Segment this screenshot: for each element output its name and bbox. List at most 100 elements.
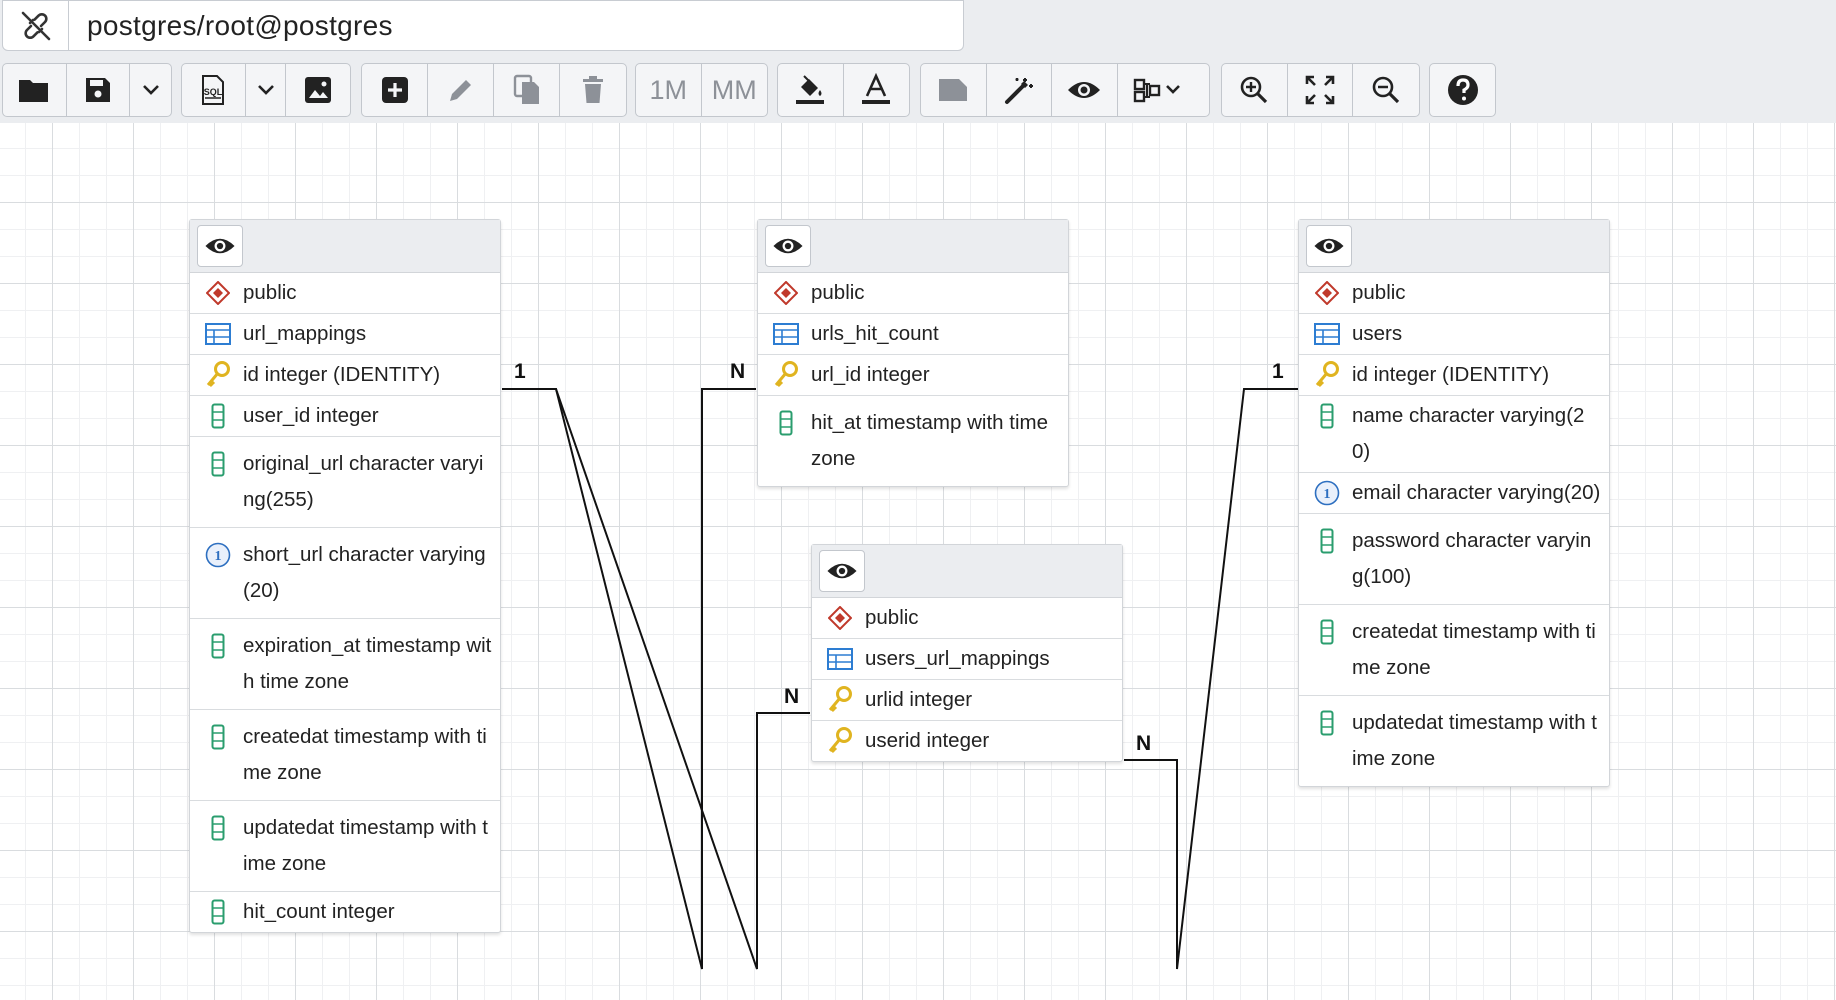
disconnect-icon[interactable] [3,1,69,50]
schema-row: public [812,598,1122,639]
primary-key-icon [826,682,854,718]
unique-constraint-icon: 1 [1313,475,1341,511]
details-dropdown-button[interactable] [1118,64,1209,116]
sql-icon: SQL [202,75,225,105]
table-header [758,220,1068,273]
eye-icon [1314,238,1344,254]
text-color-button[interactable] [844,64,910,116]
table-icon [204,316,232,352]
column-row: hit_at timestamp with time zone [758,396,1068,486]
column-row: 1 short_url character varying (20) [190,528,500,619]
link-url-mappings-to-urls-hit-count [502,388,756,970]
primary-key-icon [204,357,232,393]
column-row: password character varying(100) [1299,514,1609,605]
table-icon [826,641,854,677]
column-row: updatedat timestamp with time zone [1299,696,1609,786]
svg-text:1: 1 [215,549,222,564]
sql-dropdown-button[interactable] [246,64,287,116]
delete-table-button[interactable] [560,64,626,116]
column-row: updatedat timestamp with time zone [190,801,500,892]
cardinality-label: 1 [1272,360,1284,383]
table-header [1299,220,1609,273]
toggle-details-button[interactable] [197,225,243,267]
table-name-row: users_url_mappings [812,639,1122,680]
zoom-fit-icon [1305,75,1335,105]
fill-color-button[interactable] [778,64,844,116]
column-row: id integer (IDENTITY) [1299,355,1609,396]
add-table-button[interactable] [362,64,428,116]
er-table-urls-hit-count[interactable]: public urls_hit_count url_id integer hit… [757,219,1069,487]
edit-icon [449,80,471,101]
table-name-row: urls_hit_count [758,314,1068,355]
cardinality-label: N [784,685,800,708]
schema-row: public [190,273,500,314]
column-row: userid integer [812,721,1122,761]
column-icon [204,398,232,434]
toggle-details-button[interactable] [765,225,811,267]
toolbar-misc-group [920,63,1210,117]
column-row: 1 email character varying(20) [1299,473,1609,514]
many-to-many-button[interactable]: MM [711,74,757,105]
toolbar-help-group [1429,63,1496,117]
delete-icon [583,76,603,103]
column-icon [204,810,232,846]
column-row: id integer (IDENTITY) [190,355,500,396]
toolbar-zoom-group [1221,63,1420,117]
eye-icon [205,238,235,254]
toolbar-relation-group: 1M MM [635,63,768,117]
zoom-fit-button[interactable] [1288,64,1354,116]
column-row: createdat timestamp with time zone [190,710,500,801]
zoom-in-button[interactable] [1222,64,1288,116]
download-image-button[interactable] [286,64,350,116]
image-icon [305,77,332,103]
add-note-button[interactable] [921,64,987,116]
connection-label: postgres/root@postgres [87,9,393,41]
primary-key-icon [826,723,854,759]
column-icon [204,894,232,930]
show-details-button[interactable] [1052,64,1118,116]
svg-text:SQL: SQL [204,87,223,97]
edit-table-button[interactable] [428,64,494,116]
schema-icon [204,275,232,311]
auto-align-button[interactable] [987,64,1053,116]
unique-constraint-icon: 1 [204,537,232,573]
eye-icon [1068,82,1101,98]
column-row: name character varying(20) [1299,396,1609,473]
details-icon [1134,78,1181,103]
column-icon [204,446,232,482]
link-users-to-users-url-mappings [1124,388,1298,970]
column-row: expiration_at timestamp with time zone [190,619,500,710]
save-dropdown-button[interactable] [130,64,171,116]
column-row: urlid integer [812,680,1122,721]
er-table-users-url-mappings[interactable]: public users_url_mappings urlid integer … [811,544,1123,762]
relationship-links [502,388,1298,970]
help-button[interactable] [1430,64,1495,116]
erd-canvas[interactable]: 1 N N N 1 public url_mappings id integer… [0,123,1836,1000]
save-button[interactable] [67,64,131,116]
one-to-many-button[interactable]: 1M [636,64,702,116]
toggle-details-button[interactable] [1306,225,1352,267]
er-table-users[interactable]: public users id integer (IDENTITY) name … [1298,219,1610,787]
zoom-out-button[interactable] [1353,64,1419,116]
generate-sql-button[interactable]: SQL [182,64,246,116]
column-icon [1313,398,1341,434]
column-row: url_id integer [758,355,1068,396]
er-table-url-mappings[interactable]: public url_mappings id integer (IDENTITY… [189,219,501,933]
text-color-icon [862,73,891,104]
zoom-in-icon [1241,76,1268,104]
clone-table-button[interactable] [494,64,560,116]
help-icon [1447,75,1478,105]
save-icon [86,78,111,102]
svg-text:1: 1 [1324,487,1331,502]
schema-row: public [1299,273,1609,314]
eye-icon [827,563,857,579]
table-name-row: url_mappings [190,314,500,355]
cardinality-label: 1 [514,360,526,383]
cardinality-label: N [1136,732,1152,755]
connection-bar: postgres/root@postgres [2,0,964,51]
schema-icon [1313,275,1341,311]
open-file-button[interactable] [3,64,67,116]
toggle-details-button[interactable] [819,550,865,592]
column-icon [204,628,232,664]
column-row: createdat timestamp with time zone [1299,605,1609,696]
